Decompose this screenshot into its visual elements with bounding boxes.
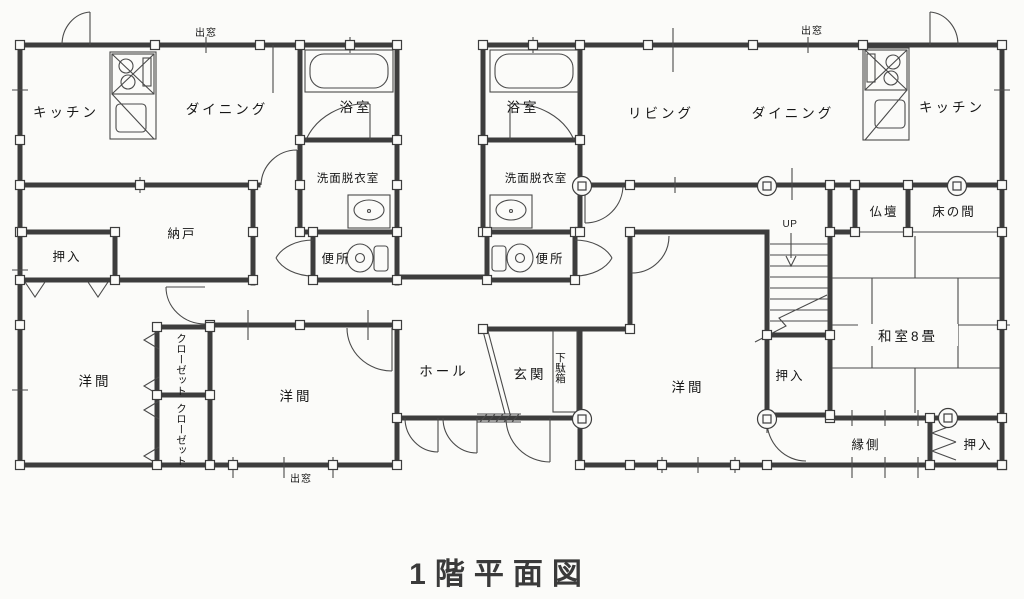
stairs-up-arrow (785, 233, 797, 268)
room-label-kitchen-left: キッチン (33, 105, 99, 120)
back-door-left (61, 11, 91, 46)
room-label-bathroom-right: 浴室 (507, 99, 540, 115)
entrance-step-line (482, 330, 511, 415)
room-label-western-se: 洋間 (672, 380, 705, 395)
room-label-kitchen-right: キッチン (919, 100, 985, 115)
room-label-oshiire-se: 押入 (963, 438, 992, 452)
annotation-labels: UP 出窓 出窓 出窓 (195, 24, 823, 485)
bay-window-label-top-left: 出窓 (195, 26, 217, 39)
bath-door-left (305, 103, 371, 141)
washbasin-left-icon (347, 194, 391, 229)
room-labels: キッチン ダイニング 浴室 洗面脱衣室 便所 納戸 押入 洋間 クローゼット ク… (33, 99, 992, 466)
room-label-buddhist-altar: 仏壇 (869, 204, 898, 219)
bay-window-label-top-right: 出窓 (801, 24, 823, 37)
oshiire-se-folding-doors (930, 423, 957, 461)
western-room-sw-door (165, 286, 206, 325)
toilet-door-right (574, 239, 613, 277)
hall-terrace-doors (404, 417, 478, 454)
room-label-dining-left: ダイニング (186, 102, 269, 117)
stairs-up-label: UP (783, 219, 798, 230)
washroom-door-left (260, 149, 298, 186)
wall-posts (14, 39, 1008, 471)
toilet-door-left (275, 239, 314, 277)
washbasin-right-icon (489, 194, 533, 229)
back-door-right (929, 11, 959, 46)
bath-door-right (509, 103, 575, 141)
western-room-s-door (346, 327, 393, 372)
oshiire-folding-doors (24, 281, 109, 298)
kitchen-counter-right-icon (862, 47, 910, 141)
window-ticks (12, 28, 1010, 478)
room-label-tokonoma: 床の間 (932, 205, 976, 219)
western-room-se-door (631, 235, 670, 274)
fixtures (109, 47, 910, 273)
room-label-living: リビング (628, 106, 694, 121)
page-title: 1階平面図 (409, 558, 591, 591)
label-backing (858, 324, 958, 346)
room-label-entrance: 玄関 (514, 366, 547, 382)
entrance-sill (477, 413, 521, 423)
room-label-toilet-right: 便所 (535, 252, 564, 266)
tatami-grid (832, 236, 1000, 413)
bathtub-right-icon (489, 49, 579, 93)
room-label-storage: 納戸 (167, 227, 196, 241)
room-label-bathroom-left: 浴室 (340, 99, 373, 115)
room-label-washroom-left: 洗面脱衣室 (317, 171, 380, 185)
kitchen-counter-left-icon (109, 51, 157, 140)
room-label-closet-lower: クローゼット (175, 403, 187, 466)
room-label-dining-right: ダイニング (752, 106, 835, 121)
room-label-japanese-room: 和室8畳 (878, 328, 938, 344)
room-label-shoe-cabinet: 下駄箱 (554, 352, 566, 384)
room-label-toilet-left: 便所 (321, 252, 350, 266)
staircase-icon (770, 243, 828, 322)
bathtub-left-icon (304, 49, 394, 93)
entrance-door (505, 417, 551, 463)
room-label-closet-upper: クローゼット (175, 333, 187, 396)
toilet-left-icon (346, 243, 389, 273)
room-label-hall: ホール (419, 364, 469, 379)
room-label-veranda: 縁側 (851, 437, 880, 452)
toilet-right-icon (491, 243, 534, 273)
detail-lines (12, 28, 1010, 478)
room-label-oshiire-stairs: 押入 (775, 369, 804, 383)
room-label-western-s: 洋間 (280, 389, 313, 404)
room-label-oshiire-storage: 押入 (52, 250, 81, 264)
shoe-cabinet-box (552, 330, 578, 413)
bay-window-label-bottom: 出窓 (290, 472, 312, 485)
room-label-western-sw: 洋間 (79, 374, 112, 389)
room-label-washroom-right: 洗面脱衣室 (505, 171, 568, 185)
